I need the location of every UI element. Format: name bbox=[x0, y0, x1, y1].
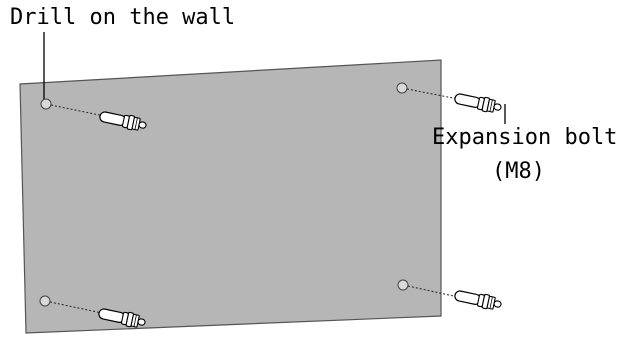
hole-top-right bbox=[396, 82, 408, 94]
hole-bottom-left bbox=[39, 295, 51, 307]
guide-line-bottom-left bbox=[49, 301, 103, 314]
guide-line-bottom-right bbox=[407, 285, 459, 298]
bolt-label: Expansion bolt bbox=[432, 125, 618, 150]
drill-label: Drill on the wall bbox=[10, 5, 236, 30]
bolt-bottom-right bbox=[452, 287, 504, 313]
guide-line-top-right bbox=[406, 88, 459, 100]
guide-line-top-left bbox=[50, 104, 105, 117]
bolt-size-label: (M8) bbox=[492, 159, 545, 184]
hole-bottom-right bbox=[397, 279, 409, 291]
hole-top-left bbox=[40, 98, 52, 110]
wall-panel bbox=[19, 59, 442, 334]
bolt-top-right bbox=[452, 90, 504, 116]
